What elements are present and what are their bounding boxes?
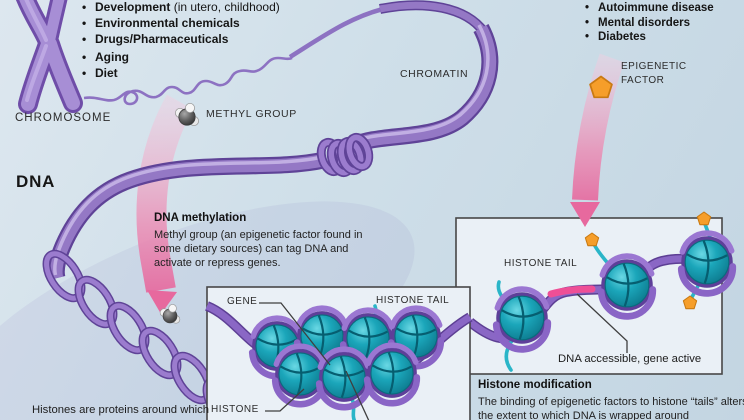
chromatin-coil [318,135,372,175]
histone-tail-label: HISTONE TAIL [504,258,578,269]
list-item: Mental disorders [585,16,714,31]
methylation-arrowhead [147,290,177,314]
histone-label: HISTONE [211,404,259,415]
list-item: Drugs/Pharmaceuticals [82,31,280,47]
histone-modification-callout: Histone modification The binding of epig… [478,378,744,420]
nucleosome [681,233,733,293]
modified-nucleosomes [466,211,733,372]
histone-bead [319,349,369,407]
histone-bead [275,346,325,404]
histone-bead [367,345,417,403]
nucleosome [601,256,653,316]
list-item: Diet [82,65,280,81]
nucleosome-cluster [204,301,473,420]
list-item: Environmental chemicals [82,15,280,31]
background-wash [0,201,415,420]
callout-body: Methyl group (an epigenetic factor found… [154,228,363,269]
chromosome-art [15,0,83,114]
callout-body: The binding of epigenetic factors to his… [478,395,744,420]
active-gene-segment [547,285,596,298]
list-item: Aging [82,49,280,65]
epigenetic-factor-arrow [570,53,625,227]
histone-tail-label: HISTONE TAIL [376,295,450,306]
dna-accessible-label: DNA accessible, gene active [558,353,702,365]
epigenetic-factor-icon [696,211,712,226]
health-outcomes-list: Autoimmune disease Mental disorders Diab… [585,1,714,45]
histones-note: Histones are proteins around which [32,404,210,416]
gene-label: GENE [227,296,258,307]
dna-label: DNA [16,172,56,191]
methylation-arrow [136,94,194,293]
list-item: Diabetes [585,30,714,45]
epigenetic-factor-label: EPIGENETIC FACTOR [621,61,687,86]
dna-methylation-callout: DNA methylation Methyl group (an epigene… [154,211,372,270]
chromosome-label: CHROMOSOME [15,112,112,124]
callout-title: DNA methylation [154,212,247,224]
methyl-group-label: METHYL GROUP [206,108,297,120]
epigenetic-influences-list: Development (in utero, childhood) Enviro… [82,0,280,81]
pointer-lines [259,293,628,420]
nucleosome [496,289,548,349]
callout-title: Histone modification [478,379,592,391]
list-item: Autoimmune disease [585,1,714,16]
chromatin-label: CHROMATIN [400,68,469,80]
list-item: Development (in utero, childhood) [82,0,280,15]
